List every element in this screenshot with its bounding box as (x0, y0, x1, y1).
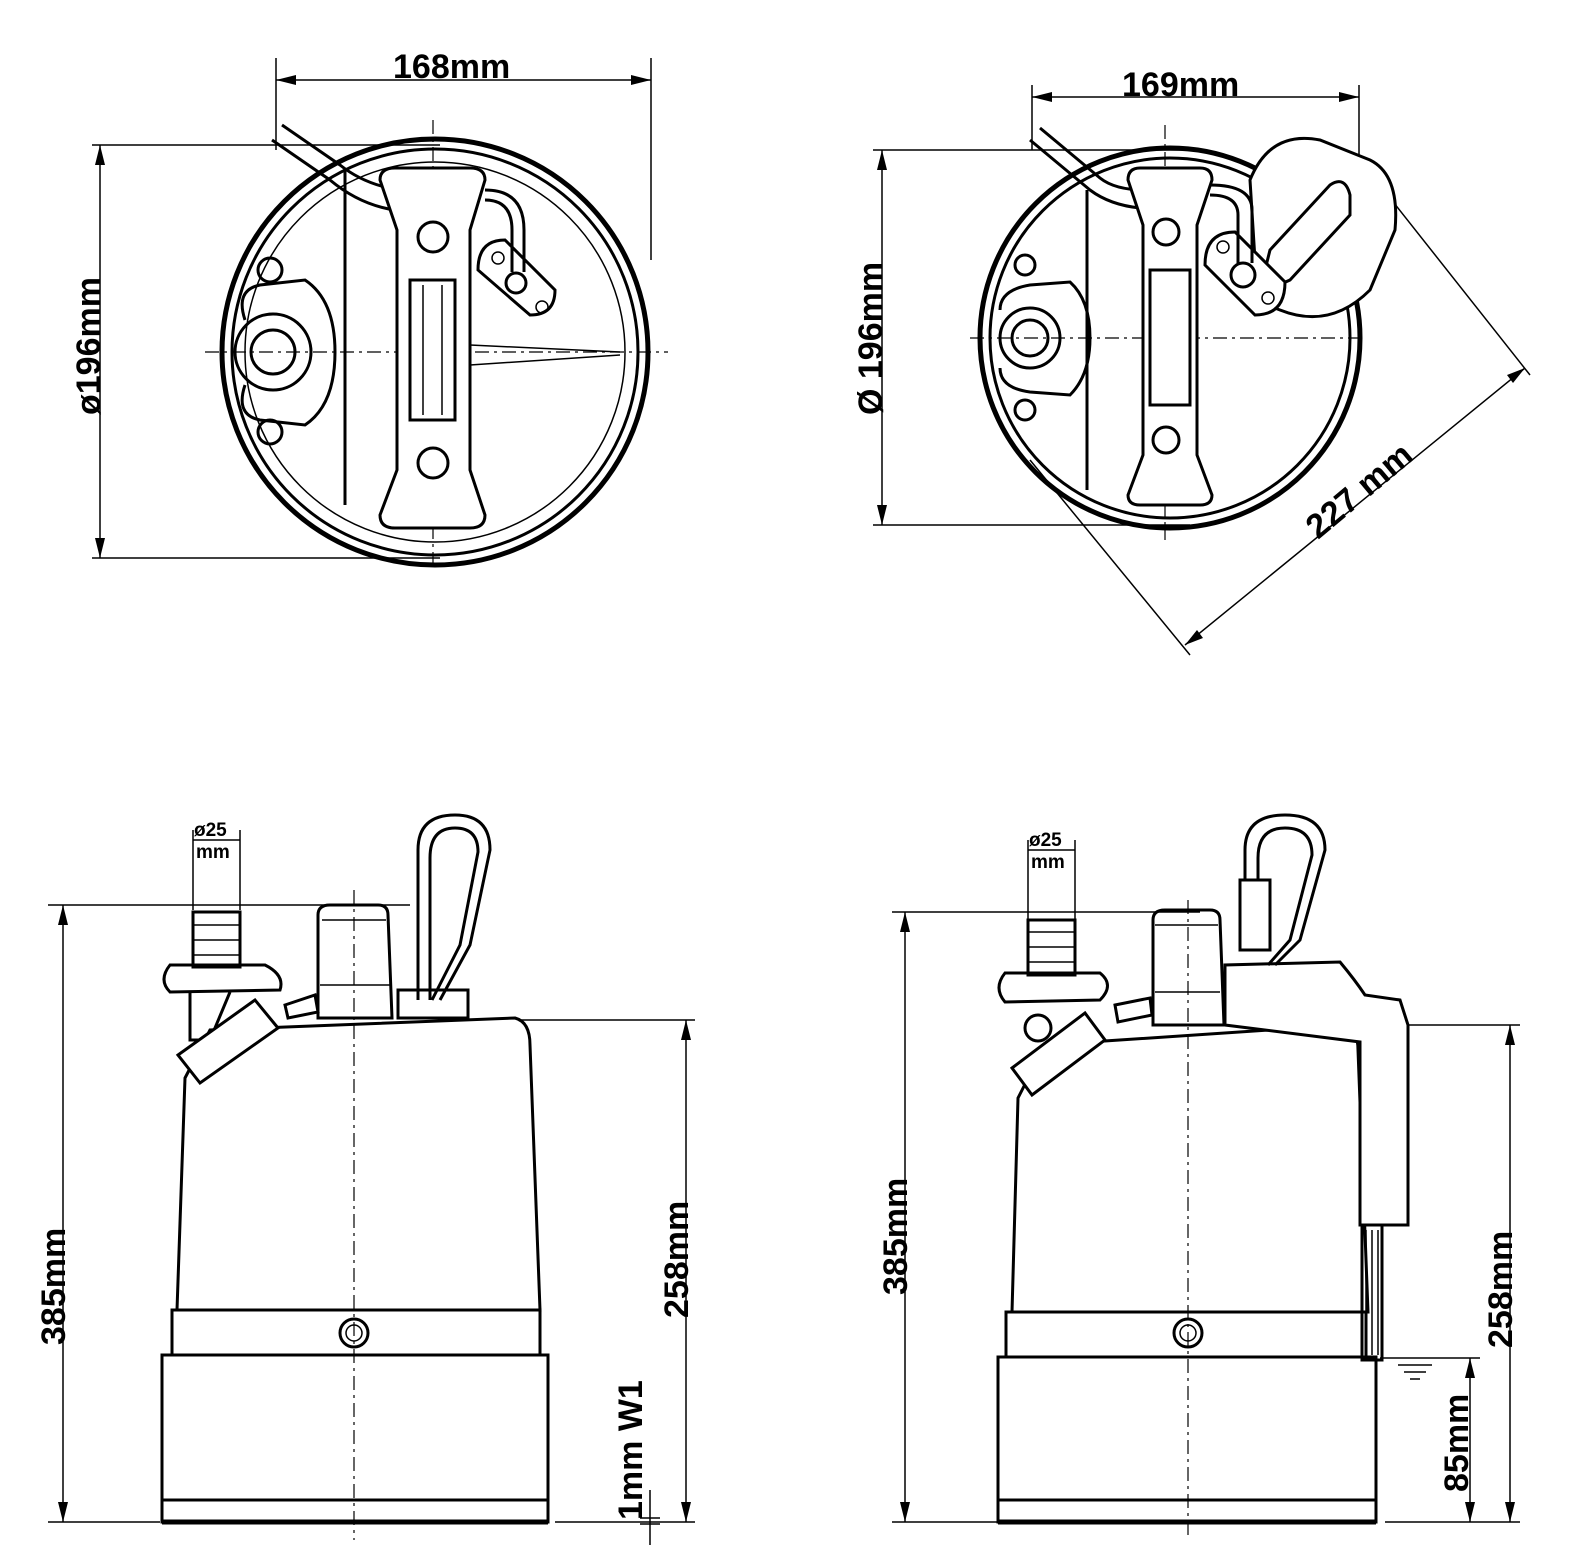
diameter-dimension-label: Ø 196mm (852, 262, 890, 415)
outlet-diameter-top-label: ø25 (1029, 830, 1062, 851)
side-view-right: ø25 mm 385mm 258mm 85mm (877, 813, 1520, 1540)
diameter-dimension-label: ø196mm (70, 277, 108, 415)
outlet-diameter-bottom-label: mm (196, 842, 230, 863)
outlet-diameter-bottom-label: mm (1031, 852, 1065, 873)
width-dimension-label: 168mm (393, 48, 510, 86)
top-view-right: 169mm Ø 196mm 227 mm (852, 66, 1531, 656)
width-dimension-label: 169mm (1122, 66, 1239, 104)
top-view-left: 168mm ø196mm (70, 48, 668, 570)
clearance-dimension-label: 1mm W1 (612, 1380, 650, 1520)
water-level-dimension-label: 85mm (1438, 1394, 1476, 1492)
body-height-dimension-label: 258mm (1482, 1231, 1520, 1348)
outlet-diameter-top-label: ø25 (194, 820, 227, 841)
total-height-dimension-label: 385mm (877, 1178, 915, 1295)
total-height-dimension-label: 385mm (35, 1228, 73, 1345)
body-height-dimension-label: 258mm (658, 1201, 696, 1318)
diagonal-dimension-label: 227 mm (1299, 436, 1420, 547)
side-view-left: ø25 mm 385mm 258mm 1mm W1 (35, 813, 696, 1545)
